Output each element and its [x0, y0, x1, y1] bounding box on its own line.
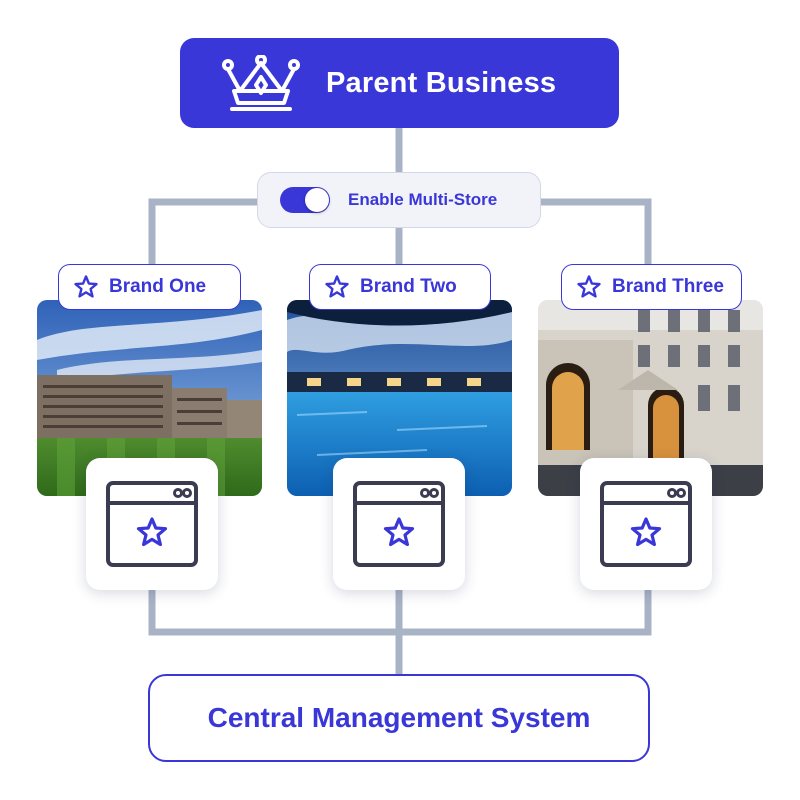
central-management-title: Central Management System [207, 702, 591, 733]
browser-window-star-icon [353, 481, 445, 567]
star-icon [325, 275, 349, 298]
brand-two-tag[interactable]: Brand Two [309, 264, 491, 310]
brand-two-store-card[interactable] [333, 458, 465, 590]
star-icon [74, 275, 98, 298]
star-icon [577, 275, 601, 298]
brand-one-label: Brand One [109, 276, 207, 297]
crown-icon [222, 55, 300, 111]
browser-window-star-icon [600, 481, 692, 567]
brand-three-tag[interactable]: Brand Three [561, 264, 742, 310]
switch-knob [305, 188, 329, 212]
brand-one-tag[interactable]: Brand One [58, 264, 241, 310]
brand-one-store-card[interactable] [86, 458, 218, 590]
browser-window-star-icon [106, 481, 198, 567]
parent-business-box[interactable]: Parent Business [180, 38, 619, 128]
central-management-box[interactable]: Central Management System [148, 674, 650, 762]
brand-three-label: Brand Three [612, 276, 724, 297]
brand-three-store-card[interactable] [580, 458, 712, 590]
parent-business-title: Parent Business [326, 66, 557, 99]
multi-store-label: Enable Multi-Store [348, 190, 498, 209]
brand-one-photo [37, 300, 262, 496]
brand-two-label: Brand Two [360, 276, 457, 297]
multi-store-toggle-pill: Enable Multi-Store [257, 172, 541, 228]
multi-store-switch[interactable] [280, 187, 330, 213]
